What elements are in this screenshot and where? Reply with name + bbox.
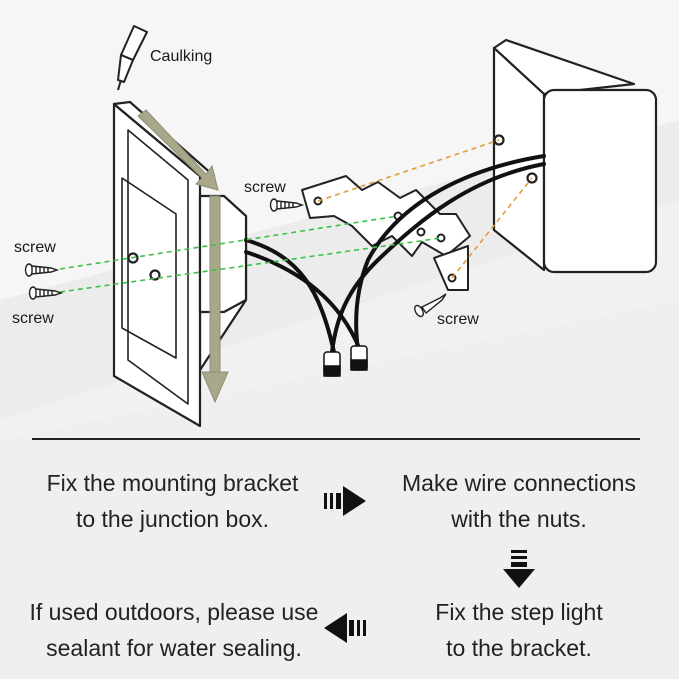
step-1-text: Fix the mounting bracket to the junction… [46,470,299,532]
caulking-label: Caulking [150,48,212,65]
step-3-text: Fix the step light to the bracket. [435,599,603,661]
wire-nuts [323,345,368,377]
screw-icon [24,263,60,277]
arrow-down-icon [503,550,535,588]
wires [244,154,546,354]
screw-label-left-bottom: screw [12,310,54,327]
installation-diagram: Caulking [12,25,658,428]
section-divider [32,438,640,440]
step-2-text: Make wire connections with the nuts. [402,470,636,532]
screw-label-bracket: screw [244,179,286,196]
caulking-arrow [137,109,229,404]
arrow-right-icon [324,486,366,516]
caulking-tube-icon [117,25,148,91]
arrow-left-icon [324,613,366,643]
orange-guide-lines [317,139,533,279]
screw-icon [28,286,64,300]
screw-icon [269,198,305,212]
junction-box [492,38,658,274]
mounting-bracket [301,175,471,291]
step-4-text: If used outdoors, please use sealant for… [29,599,319,661]
screw-label-left-top: screw [14,239,56,256]
green-guide-lines [59,215,442,293]
screw-icon [414,293,447,318]
screw-label-right: screw [437,311,479,328]
